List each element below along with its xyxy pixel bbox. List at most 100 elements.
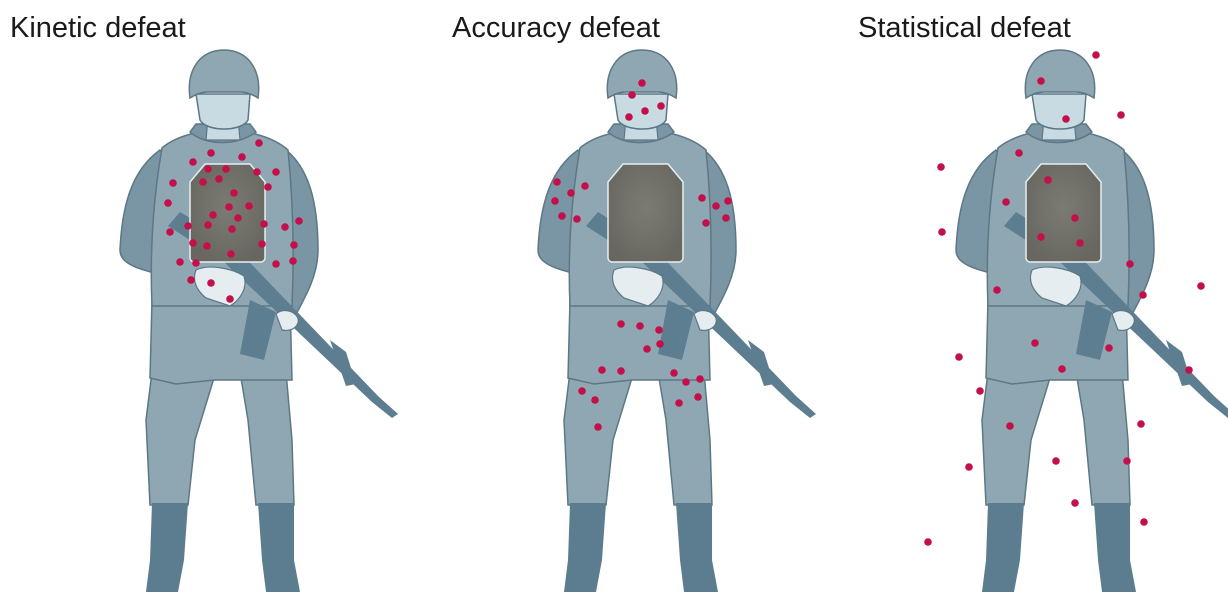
bullet-hit-dot bbox=[553, 178, 561, 186]
bullet-hit-dot bbox=[272, 260, 280, 268]
bullet-hit-dot bbox=[255, 139, 263, 147]
accuracy-defeat-title: Accuracy defeat bbox=[452, 10, 660, 46]
bullet-hit-dot bbox=[184, 222, 192, 230]
bullet-hit-dot bbox=[694, 393, 702, 401]
bullet-hit-dot bbox=[281, 223, 289, 231]
bullet-hit-dot bbox=[234, 214, 242, 222]
bullet-hit-dot bbox=[656, 340, 664, 348]
bullet-hit-dot bbox=[638, 79, 646, 87]
bullet-hit-dot bbox=[1071, 499, 1079, 507]
helmet bbox=[1025, 50, 1094, 98]
bullet-hit-dot bbox=[1117, 111, 1125, 119]
bullet-hit-dot bbox=[1197, 282, 1205, 290]
bullet-hit-dot bbox=[189, 158, 197, 166]
bullet-hit-dot bbox=[238, 153, 246, 161]
left-leg bbox=[564, 372, 632, 505]
face bbox=[1032, 94, 1086, 129]
bullet-hit-dot bbox=[289, 257, 297, 265]
bullet-hit-dot bbox=[724, 197, 732, 205]
bullet-hit-dot bbox=[578, 387, 586, 395]
bullet-hit-dot bbox=[215, 175, 223, 183]
bullet-hit-dot bbox=[1076, 239, 1084, 247]
left-boot bbox=[982, 503, 1024, 592]
bullet-hit-dot bbox=[1071, 214, 1079, 222]
bullet-hit-dot bbox=[187, 276, 195, 284]
bullet-hit-dot bbox=[581, 182, 589, 190]
bullet-hit-dot bbox=[253, 168, 261, 176]
bullet-hit-dot bbox=[222, 165, 230, 173]
bullet-hit-dot bbox=[558, 212, 566, 220]
bullet-hit-dot bbox=[594, 423, 602, 431]
bullet-hit-dot bbox=[1058, 365, 1066, 373]
bullet-hit-dot bbox=[643, 345, 651, 353]
soldier-illustration bbox=[0, 0, 442, 592]
bullet-hit-dot bbox=[204, 221, 212, 229]
bullet-hit-dot bbox=[641, 107, 649, 115]
bullet-hit-dot bbox=[1092, 51, 1100, 59]
helmet bbox=[189, 50, 258, 98]
left-leg bbox=[982, 372, 1050, 505]
right-leg bbox=[1076, 372, 1130, 505]
bullet-hit-dot bbox=[230, 189, 238, 197]
bullet-hit-dot bbox=[1062, 115, 1070, 123]
bullet-hit-dot bbox=[1037, 233, 1045, 241]
bullet-hit-dot bbox=[166, 228, 174, 236]
helmet bbox=[607, 50, 676, 98]
armor-plate-icon bbox=[1026, 164, 1101, 262]
bullet-hit-dot bbox=[1105, 344, 1113, 352]
bullet-hit-dot bbox=[226, 295, 234, 303]
face bbox=[196, 94, 250, 129]
bullet-hit-dot bbox=[228, 225, 236, 233]
bullet-hit-dot bbox=[625, 113, 633, 121]
bullet-hit-dot bbox=[258, 240, 266, 248]
bullet-hit-dot bbox=[955, 353, 963, 361]
bullet-hit-dot bbox=[227, 250, 235, 258]
bullet-hit-dot bbox=[290, 241, 298, 249]
bullet-hit-dot bbox=[698, 194, 706, 202]
bullet-hit-dot bbox=[1140, 518, 1148, 526]
bullet-hit-dot bbox=[1031, 339, 1039, 347]
bullet-hit-dot bbox=[169, 179, 177, 187]
bullet-hit-dot bbox=[617, 367, 625, 375]
right-boot bbox=[258, 503, 300, 592]
bullet-hit-dot bbox=[567, 189, 575, 197]
bullet-hit-dot bbox=[591, 396, 599, 404]
left-boot bbox=[564, 503, 606, 592]
bullet-hit-dot bbox=[245, 202, 253, 210]
bullet-hit-dot bbox=[1002, 198, 1010, 206]
bullet-hit-dot bbox=[1123, 457, 1131, 465]
right-leg bbox=[240, 372, 294, 505]
bullet-hit-dot bbox=[675, 399, 683, 407]
bullet-hit-dot bbox=[164, 199, 172, 207]
bullet-hit-dot bbox=[712, 202, 720, 210]
right-leg bbox=[658, 372, 712, 505]
soldier-illustration bbox=[442, 0, 848, 592]
bullet-hit-dot bbox=[696, 375, 704, 383]
bullet-hit-dot bbox=[176, 258, 184, 266]
bullet-hit-dot bbox=[1037, 77, 1045, 85]
armor-plate-icon bbox=[608, 164, 683, 262]
soldier-icon bbox=[120, 50, 398, 592]
bullet-hit-dot bbox=[924, 538, 932, 546]
bullet-hit-dot bbox=[225, 203, 233, 211]
bullet-hit-dot bbox=[617, 320, 625, 328]
bullet-hit-dot bbox=[598, 366, 606, 374]
bullet-hit-dot bbox=[628, 91, 636, 99]
bullet-hit-dot bbox=[655, 326, 663, 334]
bullet-hit-dot bbox=[192, 259, 200, 267]
right-boot bbox=[1094, 503, 1136, 592]
bullet-hit-dot bbox=[976, 387, 984, 395]
right-boot bbox=[676, 503, 718, 592]
bullet-hit-dot bbox=[1052, 457, 1060, 465]
bullet-hit-dot bbox=[1137, 420, 1145, 428]
bullet-hit-dot bbox=[965, 463, 973, 471]
bullet-hit-dot bbox=[937, 163, 945, 171]
bullet-hit-dot bbox=[189, 239, 197, 247]
bullet-hit-dot bbox=[1139, 291, 1147, 299]
bullet-hit-dot bbox=[938, 228, 946, 236]
bullet-hit-dot bbox=[702, 219, 710, 227]
statistical-defeat-title: Statistical defeat bbox=[858, 10, 1071, 46]
bullet-hit-dot bbox=[670, 369, 678, 377]
bullet-hit-dot bbox=[207, 149, 215, 157]
bullet-hit-dot bbox=[636, 322, 644, 330]
